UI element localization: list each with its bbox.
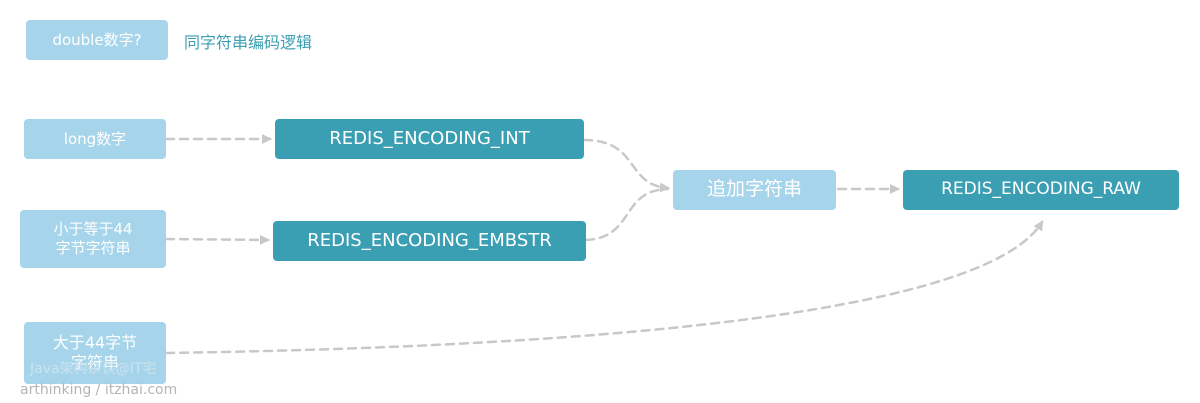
- watermark-line2: arthinking / itzhai.com: [20, 382, 178, 398]
- edge-gt44-to-raw: [164, 220, 1044, 355]
- node-encoding-int-label: REDIS_ENCODING_INT: [329, 127, 530, 149]
- watermark-line1: Java架构杂谈@IT宅: [30, 361, 157, 377]
- node-encoding-embstr: REDIS_ENCODING_EMBSTR: [273, 221, 586, 261]
- node-le44-line1: 小于等于44: [53, 220, 133, 239]
- edge-le44-to-embstr: [164, 234, 270, 245]
- node-le44-line2: 字节字符串: [55, 239, 131, 257]
- node-encoding-int: REDIS_ENCODING_INT: [275, 119, 584, 159]
- node-gt44-line2: 字符串: [70, 353, 119, 372]
- edge-int-to-append: [582, 138, 670, 193]
- node-double-number: double数字?: [26, 20, 168, 60]
- node-le44-bytes-string: 小于等于44 字节字符串: [20, 210, 166, 268]
- node-long-number: long数字: [24, 119, 166, 159]
- node-gt44-line1: 大于44字节: [52, 333, 138, 352]
- node-encoding-raw: REDIS_ENCODING_RAW: [903, 170, 1179, 210]
- node-append-string-label: 追加字符串: [706, 178, 802, 201]
- node-append-string: 追加字符串: [673, 170, 836, 210]
- node-long-number-label: long数字: [63, 129, 127, 148]
- node-encoding-embstr-label: REDIS_ENCODING_EMBSTR: [307, 229, 552, 251]
- node-double-number-label: double数字?: [52, 30, 142, 49]
- node-encoding-raw-label: REDIS_ENCODING_RAW: [941, 179, 1141, 200]
- edge-embstr-to-append: [584, 187, 670, 242]
- double-rule-note: 同字符串编码逻辑: [184, 33, 313, 52]
- node-gt44-bytes-string: 大于44字节 字符串: [24, 322, 166, 384]
